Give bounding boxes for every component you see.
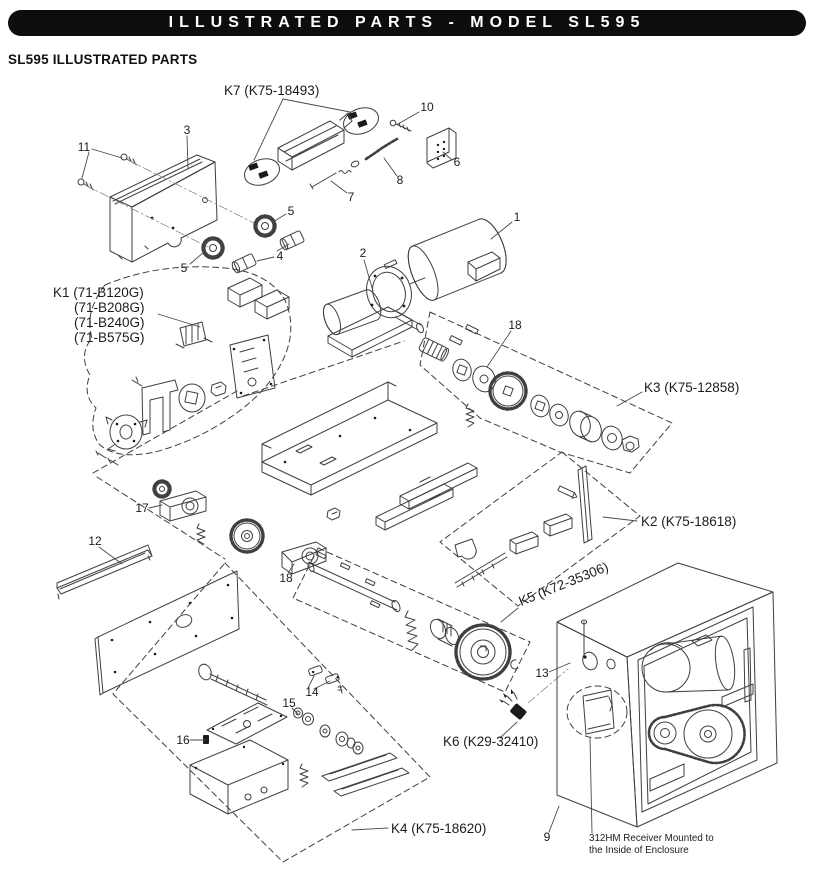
kit-label-k1-line2: (71-B208G) xyxy=(74,300,145,315)
callout-2: 2 xyxy=(360,246,367,260)
kit-label-k2: K2 (K75-18618) xyxy=(641,514,736,529)
part-17-pillow-block xyxy=(152,479,207,545)
page-title: ILLUSTRATED PARTS - MODEL SL595 xyxy=(168,14,646,31)
part-6-bracket xyxy=(426,127,457,169)
k6-connector xyxy=(499,668,569,720)
leader-lines xyxy=(81,98,643,834)
k3-kit-parts xyxy=(418,311,673,474)
part-11-screws xyxy=(77,153,259,248)
callout-17: 17 xyxy=(135,501,149,515)
header-bar: ILLUSTRATED PARTS - MODEL SL595 xyxy=(8,10,806,36)
callout-9: 9 xyxy=(544,830,551,844)
receiver-note-line2: the Inside of Enclosure xyxy=(589,845,689,856)
part-4-couplers xyxy=(231,230,305,274)
part-1-motor xyxy=(383,218,507,301)
chassis-tray xyxy=(261,381,438,496)
part-2-gearbox xyxy=(322,265,424,358)
labels: K7 (K75-18493) K1 (71-B120G) (71-B208G) … xyxy=(53,83,739,856)
part-12-angle-bar xyxy=(56,544,153,600)
k4-kit-parts xyxy=(112,562,431,863)
part-7-rod xyxy=(309,160,360,190)
callout-14: 14 xyxy=(305,685,319,699)
callout-18b: 18 xyxy=(279,571,293,585)
callout-16: 16 xyxy=(176,733,190,747)
callout-11: 11 xyxy=(78,140,91,154)
kit-label-k1-line1: K1 (71-B120G) xyxy=(53,285,144,300)
kit-label-k1-line3: (71-B240G) xyxy=(74,315,145,330)
kit-label-k7: K7 (K75-18493) xyxy=(224,83,319,98)
kit-label-k3: K3 (K75-12858) xyxy=(644,380,739,395)
kit-label-k1-line4: (71-B575G) xyxy=(74,330,145,345)
callout-13: 13 xyxy=(535,666,549,680)
part-8-chain-segment xyxy=(364,137,399,161)
part-10-bolt xyxy=(389,119,412,132)
kit-label-k5: K5 (K72-35306) xyxy=(517,559,611,609)
side-panel-plate xyxy=(94,570,240,696)
k7-limit-switch-assembly xyxy=(244,107,379,186)
k2-kit-parts xyxy=(439,451,641,607)
section-divider-dashes xyxy=(92,340,405,560)
callout-5b: 5 xyxy=(181,261,188,275)
callout-3: 3 xyxy=(184,123,191,137)
k5-kit-parts xyxy=(292,547,531,693)
callout-7: 7 xyxy=(348,190,355,204)
kit-label-k6: K6 (K29-32410) xyxy=(443,734,538,749)
part-5-sprockets xyxy=(201,214,277,260)
callout-5a: 5 xyxy=(288,204,295,218)
callout-1: 1 xyxy=(514,210,521,224)
callout-12: 12 xyxy=(88,534,102,548)
callout-10: 10 xyxy=(420,100,434,114)
kit-label-k4: K4 (K75-18620) xyxy=(391,821,486,836)
part-3-cover xyxy=(109,154,218,263)
callout-18a: 18 xyxy=(508,318,522,332)
callout-6: 6 xyxy=(454,155,461,169)
page-subtitle: SL595 ILLUSTRATED PARTS xyxy=(8,52,198,67)
k1-kit-parts xyxy=(84,266,292,466)
part-9-enclosure xyxy=(556,562,778,828)
callout-8: 8 xyxy=(397,173,404,187)
callout-15: 15 xyxy=(282,696,296,710)
receiver-note-line1: 312HM Receiver Mounted to xyxy=(589,833,714,844)
part-18-pillow-block xyxy=(229,518,327,575)
mounting-angle-bars xyxy=(326,462,478,531)
callout-4: 4 xyxy=(277,249,284,263)
